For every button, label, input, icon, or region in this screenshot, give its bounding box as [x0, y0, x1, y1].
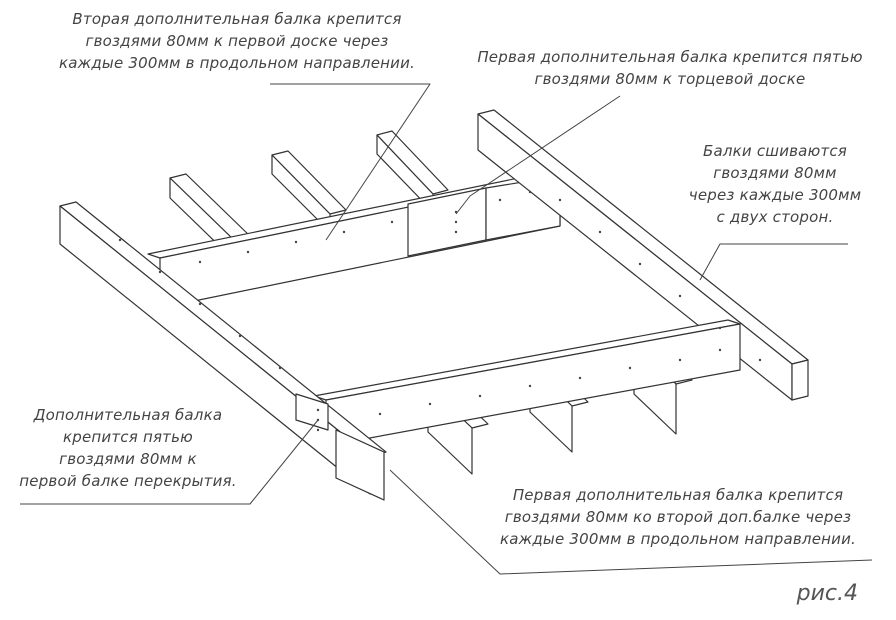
annotation-right: Балки сшиваются гвоздями 80мм через кажд…	[680, 140, 870, 228]
right-beam-end	[791, 359, 809, 401]
annotation-line: через каждые 300мм	[688, 186, 862, 204]
annotation-line: гвоздями 80мм к торцевой доске	[534, 70, 806, 88]
figure-label: рис.4	[796, 581, 858, 606]
annotation-line: крепится пятью	[63, 428, 193, 446]
annotation-line: гвоздями 80мм ко второй доп.балке через	[504, 508, 852, 526]
left-rim-beam	[59, 201, 387, 501]
annotation-top-right: Первая дополнительная балка крепится пят…	[450, 46, 890, 90]
annotation-line: гвоздями 80мм	[713, 164, 837, 182]
annotation-line: Вторая дополнительная балка крепится	[72, 10, 402, 28]
annotation-line: гвоздями 80мм к	[59, 450, 197, 468]
annotation-line: каждые 300мм в продольном направлении.	[499, 530, 856, 548]
annotation-line: с двух сторон.	[716, 208, 834, 226]
leader-top-right	[455, 95, 621, 215]
annotation-bottom-right: Первая дополнительная балка крепится гво…	[480, 484, 876, 550]
nail-marks	[118, 190, 762, 432]
annotation-line: первой балке перекрытия.	[19, 472, 237, 490]
annotation-line: Балки сшиваются	[702, 142, 848, 160]
leader-top-left	[270, 83, 431, 241]
left-beam-end	[335, 429, 385, 501]
left-beam-end-block	[295, 393, 329, 431]
annotation-line: гвоздями 80мм к первой доске через	[85, 32, 389, 50]
annotation-top-left: Вторая дополнительная балка крепится гво…	[42, 8, 432, 74]
annotation-line: Первая дополнительная балка крепится пят…	[477, 48, 863, 66]
back-joists	[169, 130, 449, 263]
leader-left	[20, 419, 319, 505]
back-additional-beam	[147, 171, 561, 309]
leader-right	[699, 243, 848, 281]
annotation-left: Дополнительная балка крепится пятью гвоз…	[8, 404, 248, 492]
annotation-line: Дополнительная балка	[33, 406, 223, 424]
front-additional-beam	[313, 319, 741, 447]
leader-lines	[20, 83, 873, 575]
leader-bottom-right	[389, 469, 873, 575]
annotation-line: каждые 300мм в продольном направлении.	[58, 54, 415, 72]
annotation-line: Первая дополнительная балка крепится	[512, 486, 844, 504]
